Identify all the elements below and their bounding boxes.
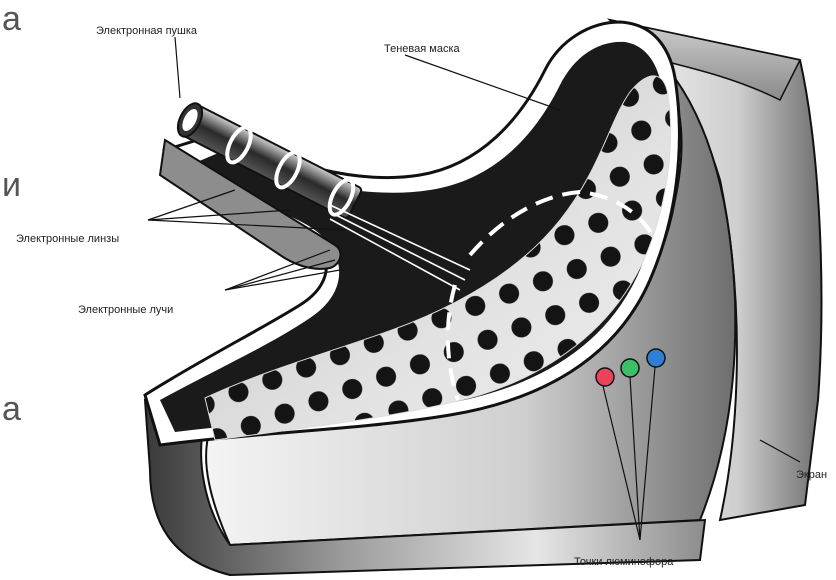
phosphor-dot-green: [621, 359, 639, 377]
phosphor-dot-red: [596, 368, 614, 386]
label-electron-lenses: Электронные линзы: [16, 234, 119, 245]
label-shadow-mask: Теневая маска: [384, 44, 460, 55]
label-electron-beams: Электронные лучи: [78, 305, 173, 316]
label-phosphor-dots: Точки люминофора: [574, 557, 673, 568]
label-screen: Экран: [796, 470, 827, 481]
phosphor-dot-blue: [647, 349, 665, 367]
label-electron-gun: Электронная пушка: [96, 26, 197, 37]
